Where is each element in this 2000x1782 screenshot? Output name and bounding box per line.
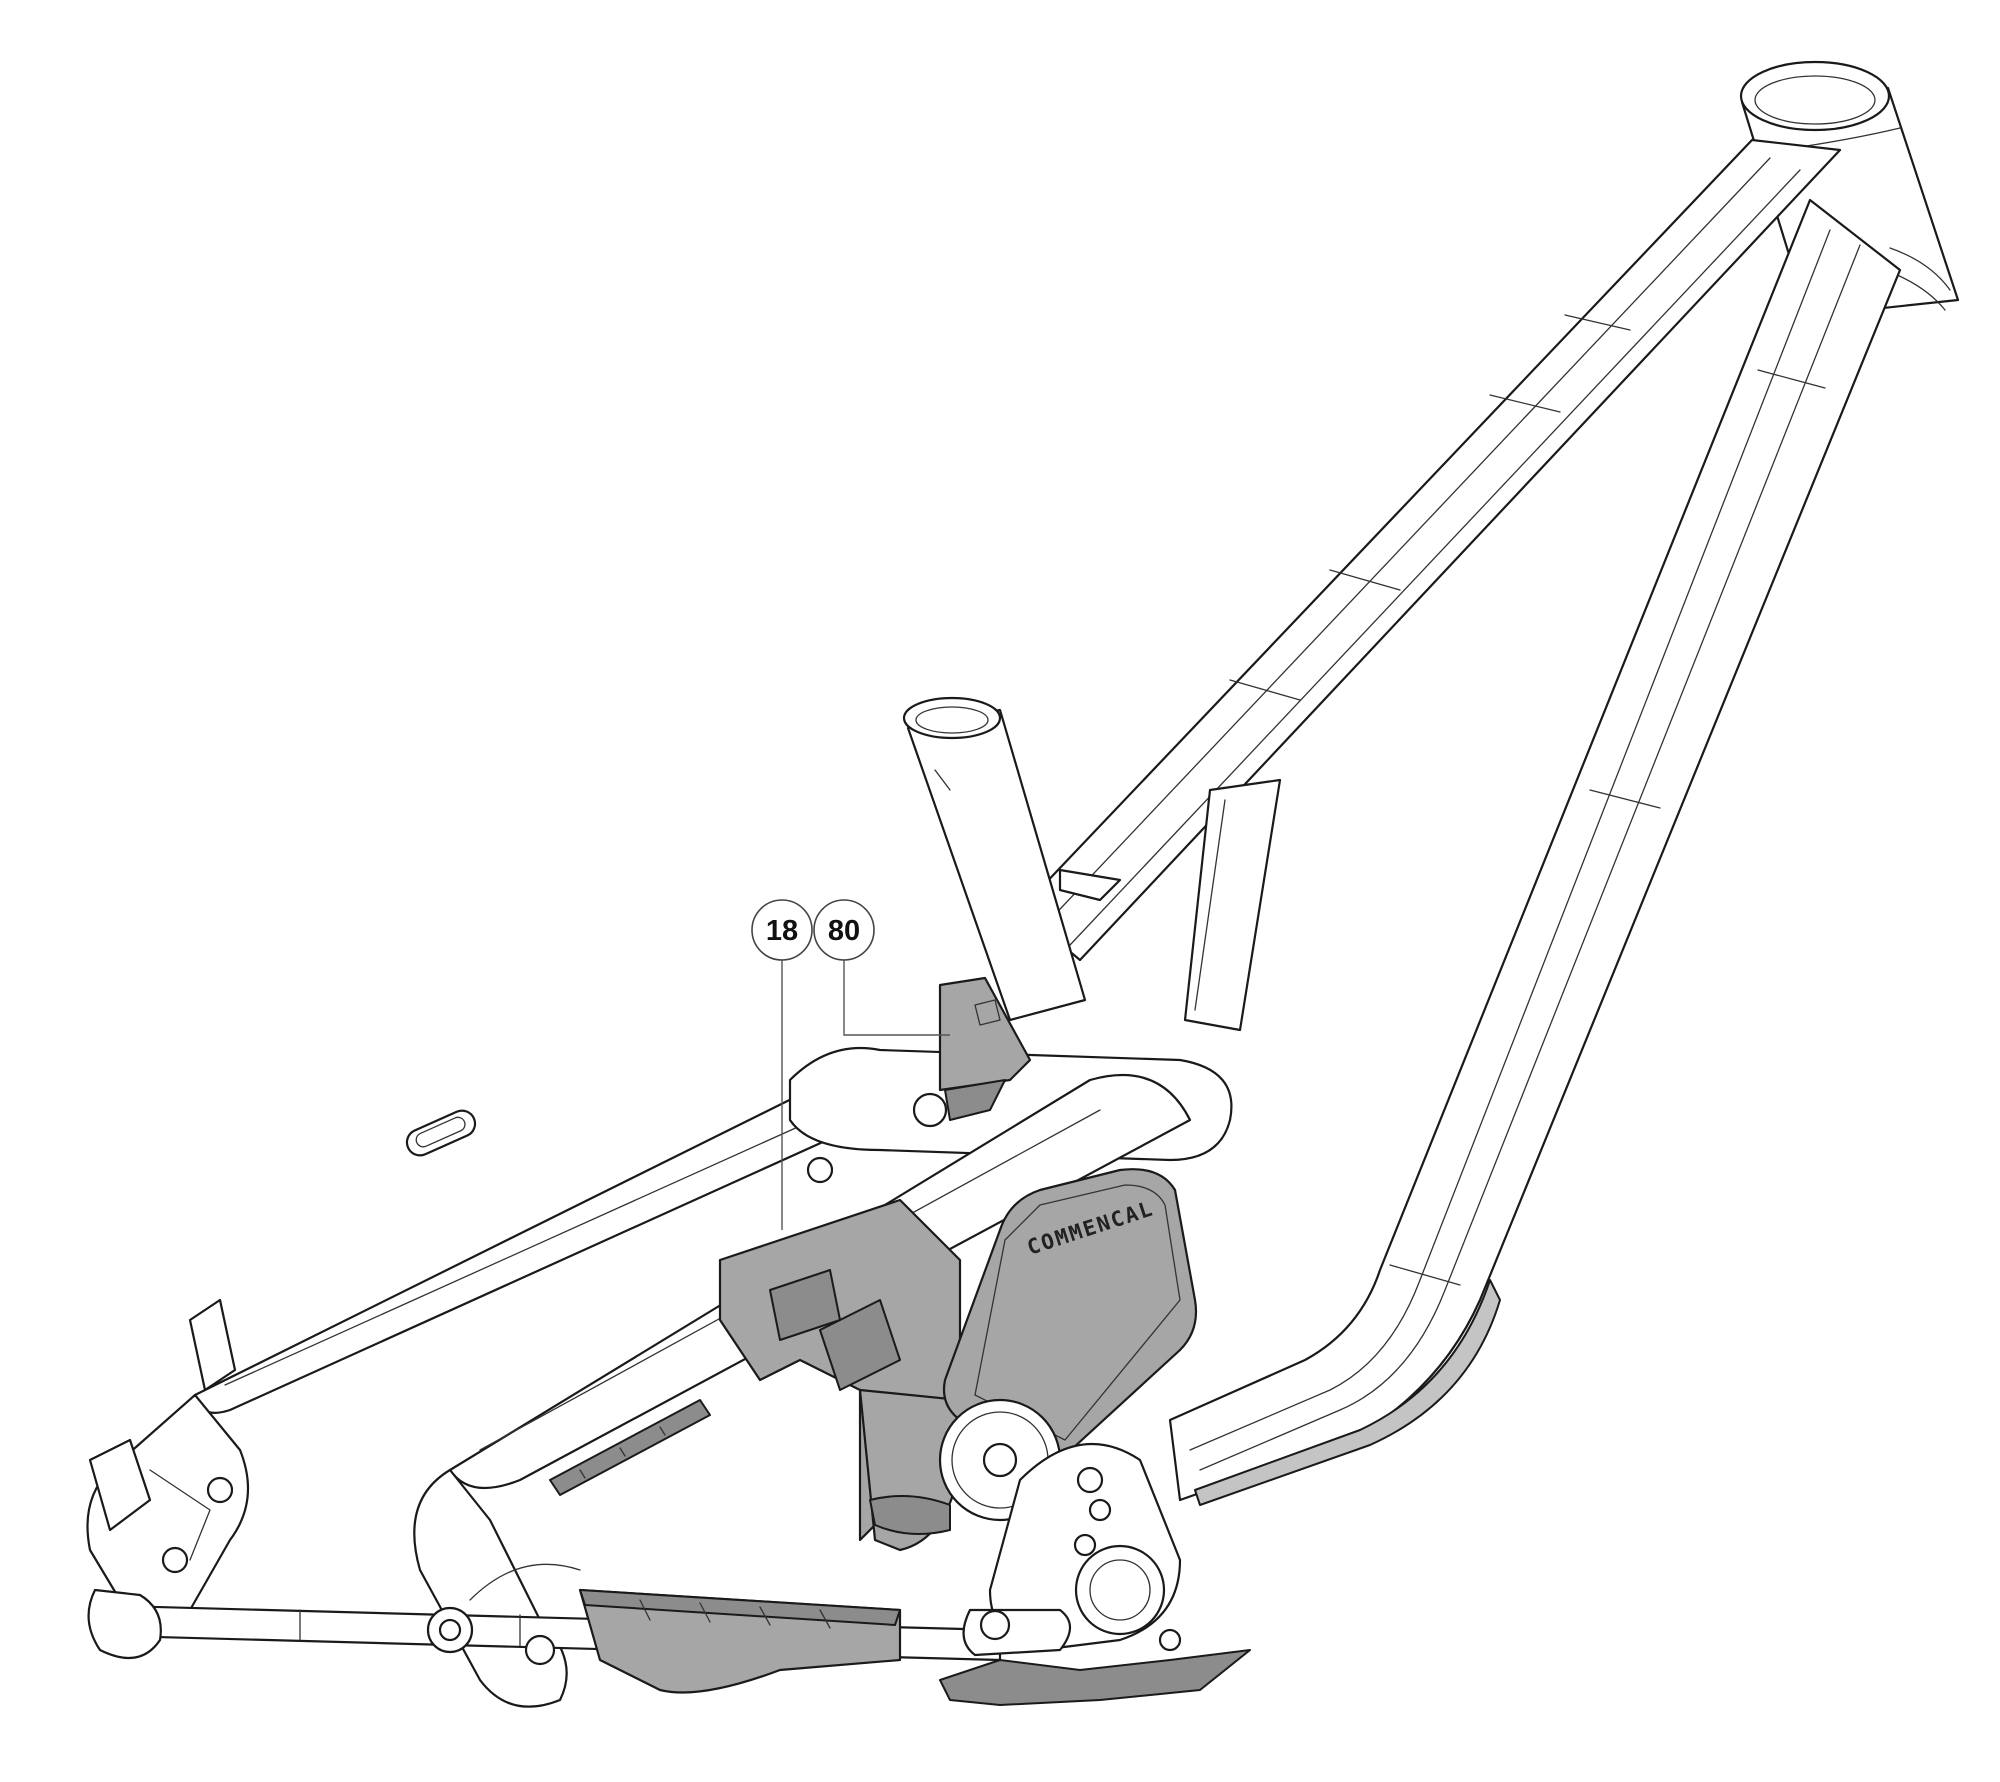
callout-18: 18: [751, 899, 813, 1230]
down-tube: [1168, 198, 1902, 1506]
callout-18-label: 18: [766, 915, 798, 947]
rear-dropout: [86, 1298, 250, 1624]
callout-80: 80: [813, 899, 950, 1036]
gusset: [1058, 778, 1282, 1032]
top-tube: [1018, 138, 1842, 962]
motor-area: COMMENCAL: [718, 976, 1198, 1552]
front-triangle: [902, 60, 1960, 1506]
chain-guide-part-80: [938, 976, 1032, 1121]
bottom-bracket-area: [939, 1442, 1251, 1706]
seatstay-protector: [549, 1399, 711, 1496]
callout-80-label: 80: [828, 915, 860, 947]
chainstay-protector: [524, 1588, 902, 1694]
callouts: 18 80: [751, 899, 950, 1230]
motor-cover: COMMENCAL: [942, 1168, 1198, 1469]
seat-tube: [902, 696, 1087, 1022]
